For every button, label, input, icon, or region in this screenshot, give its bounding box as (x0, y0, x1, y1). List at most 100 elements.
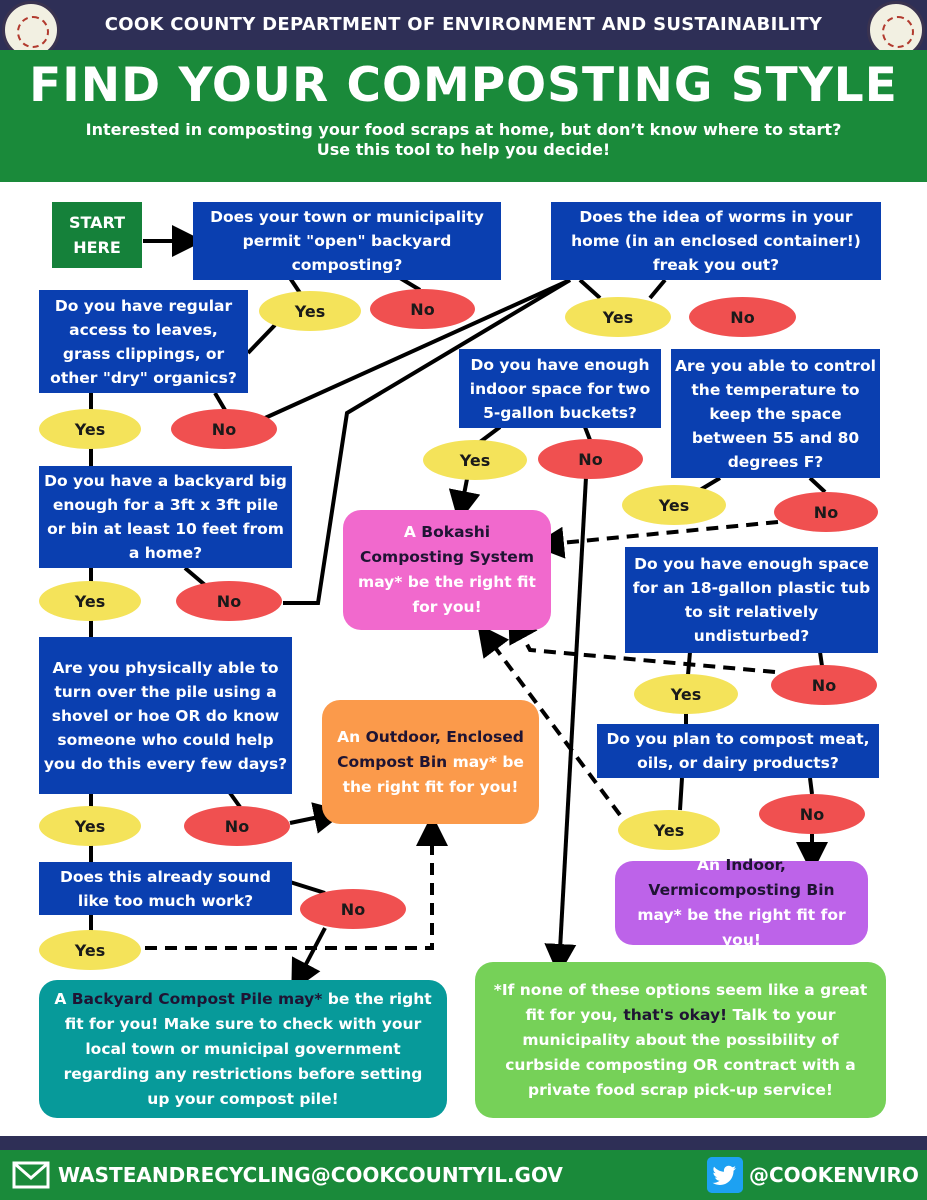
answer-no-too-much-work: No (300, 889, 406, 929)
connector-q3-no (213, 391, 227, 412)
answer-yes-tub-space: Yes (634, 674, 738, 714)
result-outdoor-bin-post: may* be the right fit for you! (342, 752, 524, 796)
question-open-composting-text: Does your town or municipality permit "o… (210, 208, 484, 274)
question-temperature-text: Are you able to control the temperature … (675, 356, 876, 471)
connector-q10-no (289, 880, 326, 895)
cook-county-seal-right-icon (867, 1, 925, 59)
connector-no-q2b (283, 278, 572, 605)
question-physically-able: Are you physically able to turn over the… (39, 637, 292, 794)
result-none-name: that's okay! (623, 1005, 728, 1024)
intro-text: Interested in composting your food scrap… (30, 120, 897, 160)
result-outdoor-bin-name: Outdoor, Enclosed Compost Bin (337, 727, 524, 771)
result-bokashi-name: Bokashi Composting System (360, 523, 534, 566)
connector-q2-yes (578, 278, 602, 300)
result-none-pre: *If none of these options seem like a gr… (493, 980, 868, 1024)
answer-no-dry-organics: No (171, 409, 277, 449)
result-bokashi-pre: A (403, 523, 422, 541)
footer: WASTEANDRECYCLING@COOKCOUNTYIL.GOV @COOK… (0, 1150, 927, 1200)
answer-no-worms: No (689, 297, 796, 337)
question-meat-oils: Do you plan to compost meat, oils, or da… (597, 724, 879, 778)
question-tub-space-text: Do you have enough space for an 18-gallo… (632, 555, 871, 645)
connector-yes-bokashi (448, 478, 481, 523)
question-backyard: Do you have a backyard big enough for a … (39, 466, 292, 568)
intro-line-1: Interested in composting your food scrap… (85, 120, 842, 139)
answer-no-indoor-space: No (538, 439, 643, 479)
result-pile-name: Backyard Compost Pile (71, 989, 273, 1008)
connector-yes-q3 (246, 323, 277, 355)
connector-q6-no (183, 566, 207, 587)
result-bokashi-post: may* be the right fit for you! (358, 573, 536, 616)
question-physically-able-text: Are you physically able to turn over the… (43, 658, 288, 773)
result-backyard-pile: A Backyard Compost Pile may* be the righ… (39, 980, 447, 1118)
connector-no-none (544, 476, 588, 976)
answer-yes-worms: Yes (565, 297, 671, 337)
intro-line-2: Use this tool to help you decide! (316, 140, 611, 159)
page-title: FIND YOUR COMPOSTING STYLE (29, 58, 898, 113)
connector-q7-no (818, 651, 824, 667)
start-here-box: START HERE (52, 202, 142, 268)
answer-no-meat-oils: No (759, 794, 865, 834)
question-meat-oils-text: Do you plan to compost meat, oils, or da… (606, 730, 870, 772)
start-label: START (68, 213, 126, 232)
question-indoor-space: Do you have enough indoor space for two … (459, 349, 661, 428)
top-banner: COOK COUNTY DEPARTMENT OF ENVIRONMENT AN… (0, 0, 927, 59)
result-none-post: Talk to your municipality about the poss… (505, 1005, 856, 1099)
connector-q4-no (583, 426, 592, 441)
answer-yes-physically-able: Yes (39, 806, 141, 846)
question-worms-text: Does the idea of worms in your home (in … (571, 208, 861, 274)
footer-divider (0, 1136, 927, 1150)
connector-q4-yes (478, 425, 502, 444)
answer-no-backyard: No (176, 581, 282, 621)
answer-no-temperature: No (774, 492, 878, 532)
answer-yes-meat-oils: Yes (618, 810, 720, 850)
twitter-handle-link[interactable]: @COOKENVIRO (749, 1163, 919, 1187)
question-dry-organics-text: Do you have regular access to leaves, gr… (50, 296, 237, 387)
connector-q1-no (398, 276, 422, 292)
result-none-fit: *If none of these options seem like a gr… (475, 962, 886, 1118)
result-bokashi: A Bokashi Composting System may* be the … (343, 510, 551, 630)
result-vermi-pre: An (697, 856, 726, 874)
question-temperature: Are you able to control the temperature … (671, 349, 880, 478)
result-vermi-post: may* be the right fit for you! (637, 906, 846, 949)
question-dry-organics: Do you have regular access to leaves, gr… (39, 290, 248, 393)
answer-yes-open-composting: Yes (259, 291, 361, 331)
contact-email-link[interactable]: WASTEANDRECYCLING@COOKCOUNTYIL.GOV (58, 1163, 563, 1187)
connector-q5-no (808, 476, 827, 494)
connector-q2-no (648, 278, 667, 300)
connector-q8-no (228, 791, 242, 809)
connector-q9-no (808, 777, 814, 795)
result-outdoor-bin: An Outdoor, Enclosed Compost Bin may* be… (322, 700, 539, 824)
answer-no-open-composting: No (370, 289, 475, 329)
answer-yes-indoor-space: Yes (423, 440, 527, 480)
department-name: COOK COUNTY DEPARTMENT OF ENVIRONMENT AN… (104, 14, 823, 35)
connector-work-yes-outdoor (145, 814, 448, 950)
question-too-much-work-text: Does this already sound like too much wo… (59, 867, 272, 910)
result-pile-pre: A (54, 989, 72, 1008)
result-vermicomposting: An Indoor, Vermicomposting Bin may* be t… (615, 856, 868, 949)
result-outdoor-bin-pre: An (337, 727, 366, 746)
question-backyard-text: Do you have a backyard big enough for a … (44, 472, 287, 562)
answer-yes-temperature: Yes (622, 485, 726, 525)
answer-no-tub-space: No (771, 665, 877, 705)
question-tub-space: Do you have enough space for an 18-gallo… (625, 547, 878, 653)
answer-yes-backyard: Yes (39, 581, 141, 621)
result-pile-mid: may* (272, 989, 323, 1008)
result-pile-post: be the right fit for you! Make sure to c… (63, 989, 432, 1108)
question-too-much-work: Does this already sound like too much wo… (39, 862, 292, 915)
question-indoor-space-text: Do you have enough indoor space for two … (469, 355, 651, 422)
question-worms: Does the idea of worms in your home (in … (551, 202, 881, 280)
answer-yes-dry-organics: Yes (39, 409, 141, 449)
mail-icon (12, 1161, 50, 1189)
cook-county-seal-left-icon (2, 1, 60, 59)
start-label-2: HERE (73, 238, 121, 257)
connector-q9-yes (678, 777, 684, 811)
connector-no-pile (291, 927, 327, 993)
twitter-icon (707, 1157, 743, 1193)
result-vermi-name: Indoor, Vermicomposting Bin (648, 856, 835, 899)
answer-no-physically-able: No (184, 806, 290, 846)
answer-yes-too-much-work: Yes (39, 930, 141, 970)
connector-temp-no-bokashi (532, 520, 779, 559)
question-open-composting: Does your town or municipality permit "o… (193, 202, 501, 280)
connector-no-q2a (264, 278, 571, 420)
